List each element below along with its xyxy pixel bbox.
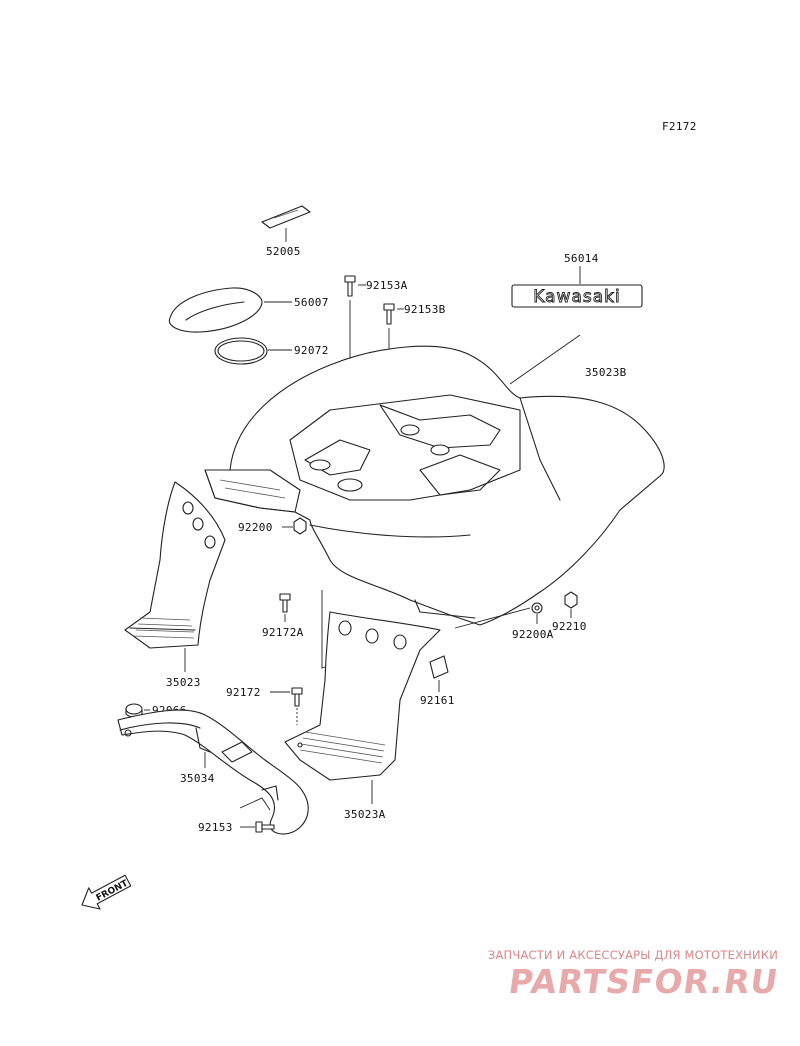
callout-56007[interactable]: 56007 [294, 296, 329, 309]
part-92172A-screw[interactable] [279, 593, 291, 622]
watermark-logo: PARTSFOR.RU [505, 962, 781, 1001]
part-92172-screw[interactable] [270, 687, 303, 725]
part-92153A-bolt[interactable] [344, 275, 366, 297]
watermark-caption: ЗАПЧАСТИ И АКСЕССУАРЫ ДЛЯ МОТОТЕХНИКИ [487, 948, 778, 962]
figure-code: F2172 [662, 120, 697, 133]
callout-92153B[interactable]: 92153B [404, 303, 446, 316]
leader-92200A-axis [454, 607, 531, 629]
callout-92072[interactable]: 92072 [294, 344, 329, 357]
part-52005-label-sticker[interactable] [261, 205, 311, 242]
callout-92200[interactable]: 92200 [238, 521, 273, 534]
callout-92153[interactable]: 92153 [198, 821, 233, 834]
emblem-brand-text: Kawasaki [533, 287, 620, 307]
callout-35034[interactable]: 35034 [180, 772, 215, 785]
callout-92172[interactable]: 92172 [226, 686, 261, 699]
part-92072-band[interactable] [214, 337, 292, 365]
part-92161-pad[interactable] [429, 655, 449, 692]
part-92210-nut[interactable] [564, 591, 578, 618]
part-35023A-right-guard[interactable] [284, 611, 441, 804]
part-92153B-bolt[interactable] [383, 303, 404, 325]
leader-35023B [509, 334, 581, 385]
callout-56014[interactable]: 56014 [564, 252, 599, 265]
callout-92172A[interactable]: 92172A [262, 626, 304, 639]
part-92153-bolt[interactable] [239, 797, 275, 833]
part-35023B-rear-fender[interactable] [204, 345, 665, 626]
callout-92153A[interactable]: 92153A [366, 279, 408, 292]
part-35023-left-guard[interactable] [124, 481, 226, 672]
front-direction-arrow: FRONT [81, 874, 132, 910]
callout-92200A[interactable]: 92200A [512, 628, 554, 641]
part-56014-kawasaki-emblem[interactable]: Kawasaki [511, 284, 643, 308]
callout-92161[interactable]: 92161 [420, 694, 455, 707]
part-92200A-washer[interactable] [531, 602, 543, 624]
callout-92210[interactable]: 92210 [552, 620, 587, 633]
callout-35023A[interactable]: 35023A [344, 808, 386, 821]
part-56007-cover[interactable] [168, 287, 292, 333]
callout-35023B[interactable]: 35023B [585, 366, 627, 379]
callout-35023[interactable]: 35023 [166, 676, 201, 689]
part-92200-nut[interactable] [282, 517, 307, 535]
part-35034-bracket[interactable] [117, 709, 309, 835]
callout-52005[interactable]: 52005 [266, 245, 301, 258]
